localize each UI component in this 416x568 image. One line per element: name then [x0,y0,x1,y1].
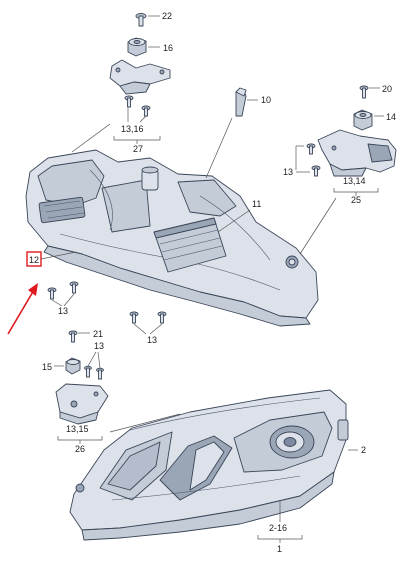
control-module-11 [153,217,227,273]
callout-25: 25 [351,195,361,205]
callout-2: 2 [361,445,366,455]
callout-13-d: 13 [94,341,104,351]
leader-10-housing [205,117,233,179]
bracket-27 [113,136,161,141]
screw-13-bracket-26b [96,367,104,380]
callout-22: 22 [162,11,172,21]
screw-13-bracket-25a [306,143,316,155]
callout-13-b: 13 [58,306,68,316]
callout-14: 14 [386,112,396,122]
bracket-25 [333,188,379,193]
screw-13-housing-b [69,281,79,294]
leader-25-housing [299,197,337,255]
screw-13-housing-a [47,287,57,300]
callout-1-group: 2-16 [269,523,287,533]
screw-20 [359,85,369,99]
callout-15: 15 [42,362,52,372]
callout-20: 20 [382,84,392,94]
clip-10 [235,87,247,117]
bracket-26 [57,436,103,441]
callout-21: 21 [93,329,103,339]
callout-26: 26 [75,444,85,454]
callout-12: 12 [29,255,39,265]
leader-26-headlight [109,413,181,433]
screw-13-housing-c [129,311,139,324]
screw-13-bracket-25b [311,165,321,177]
mounting-bracket-27 [109,59,171,95]
mounting-bracket-25 [317,129,397,177]
callout-11: 11 [252,199,261,209]
leader-11 [217,209,251,233]
headlight-assembly [69,389,349,541]
callout-1: 1 [277,544,282,554]
grommet-14 [353,109,373,131]
screw-13-bracket-27b [141,105,151,117]
callout-27: 27 [133,144,143,154]
screw-13-bracket-27a [124,95,134,108]
screw-13-housing-d [157,311,167,324]
callout-13-a: 13 [283,167,293,177]
pointer-arrow [7,283,38,335]
callout-25-group: 13,14 [343,176,366,186]
screw-22 [135,13,147,27]
headlight-housing [25,149,319,327]
screw-21 [68,330,78,343]
callout-10: 10 [261,95,271,105]
bracket-1 [257,535,303,540]
leader-27b [139,115,147,123]
callout-13-c: 13 [147,335,157,345]
leader-27-housing [71,123,111,153]
callout-16: 16 [163,43,173,53]
mounting-bracket-26 [55,383,109,425]
screw-13-bracket-26a [84,365,92,378]
nut-15 [65,357,81,375]
grommet-16 [127,37,147,57]
callout-26-group: 13,15 [66,424,89,434]
callout-27-group: 13,16 [121,124,144,134]
